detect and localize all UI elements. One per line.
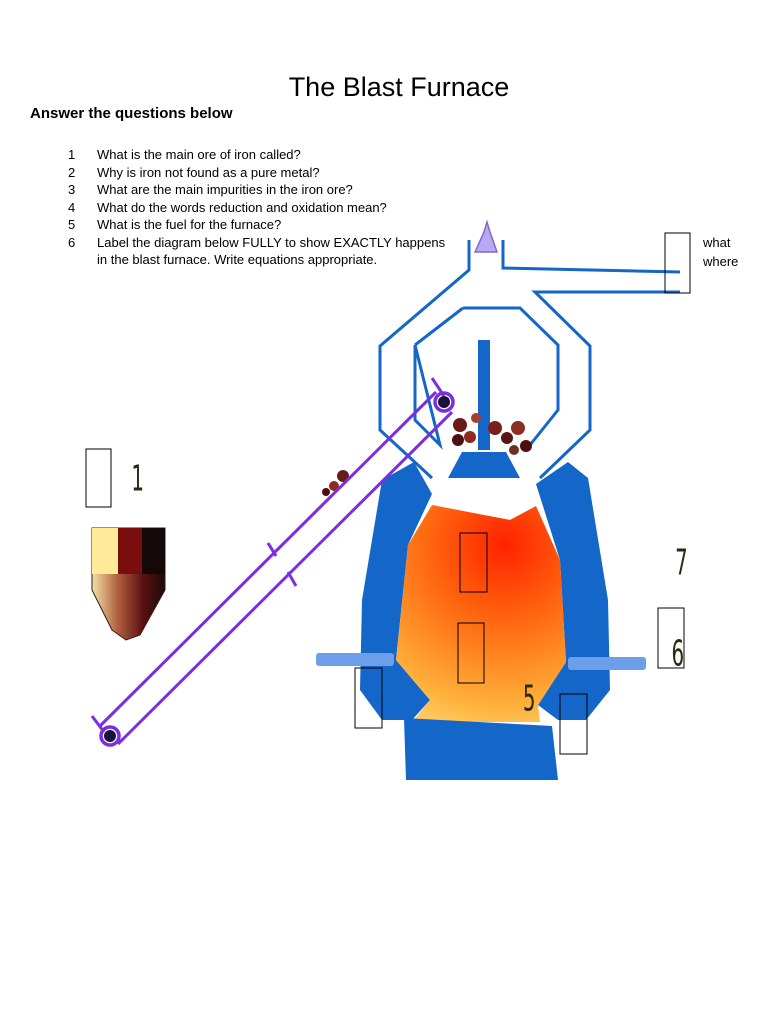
- side-note-what: what: [703, 235, 731, 250]
- label-7-text: 7: [675, 541, 688, 583]
- label-box-7: 7: [459, 532, 688, 593]
- question-text: What is the fuel for the furnace?: [97, 217, 282, 232]
- question-item: 5 What is the fuel for the furnace?: [68, 216, 457, 234]
- gas-outlet-pipe-lower: [531, 290, 680, 480]
- label-box-3: 3: [657, 607, 685, 669]
- bell-cone: [448, 452, 520, 478]
- question-number: 1: [68, 147, 76, 162]
- iron-ore-sample: [91, 527, 166, 641]
- conveyor-pulley-top: [438, 396, 450, 408]
- side-note-where: where: [703, 254, 739, 269]
- question-text: Why is iron not found as a pure metal?: [97, 164, 320, 180]
- ore-pile: [452, 413, 532, 455]
- question-item: 6 Label the diagram below FULLY to show E…: [68, 234, 457, 269]
- question-number: 3: [68, 182, 76, 197]
- question-text: What is the main ore of iron called?: [97, 147, 301, 162]
- hopper-funnel-icon: [473, 219, 499, 253]
- label-6-text: 6: [671, 632, 684, 674]
- question-item: 4 What do the words reduction and oxidati…: [68, 199, 457, 217]
- tuyere-right: [568, 657, 646, 670]
- conveyor-belt: [90, 377, 455, 747]
- label-box-1: 1: [85, 448, 144, 508]
- furnace-wall-right: [536, 462, 610, 720]
- conveyor-pulley-bottom: [104, 730, 116, 742]
- question-item: 2 Why is iron not found as a pure metal?: [68, 164, 457, 182]
- gas-outlet-pipe: [378, 240, 471, 480]
- question-item: 3 What are the main impurities in the iro…: [68, 181, 457, 199]
- question-text: Label the diagram below FULLY to show EX…: [97, 234, 446, 268]
- question-number: 6: [68, 234, 76, 250]
- instructions-heading: Answer the questions below: [30, 105, 233, 122]
- label-box-6: 6: [457, 622, 684, 684]
- charging-chamber: [413, 306, 560, 450]
- question-number: 4: [68, 199, 76, 215]
- question-text: What are the main impurities in the iron…: [97, 182, 353, 197]
- furnace-interior: [396, 505, 566, 722]
- ore-on-conveyor: [322, 470, 349, 496]
- page-title: The Blast Furnace: [288, 72, 510, 102]
- charging-chamber-left: [414, 306, 464, 347]
- label-1-text: 1: [131, 457, 144, 499]
- question-text: What do the words reduction and oxidatio…: [97, 199, 387, 215]
- gas-outlet-pipe-right: [501, 240, 681, 274]
- label-box-4: 4: [559, 693, 588, 755]
- label-5-text: 5: [523, 677, 536, 719]
- label-box-5: 5: [354, 667, 536, 729]
- question-number: 5: [68, 217, 76, 232]
- question-number: 2: [68, 164, 76, 180]
- furnace-hearth: [404, 718, 558, 780]
- bell-rod: [478, 340, 490, 450]
- question-item: 1 What is the main ore of iron called?: [68, 146, 457, 164]
- label-box-2: 2: [664, 232, 691, 294]
- tuyere-left: [316, 653, 394, 666]
